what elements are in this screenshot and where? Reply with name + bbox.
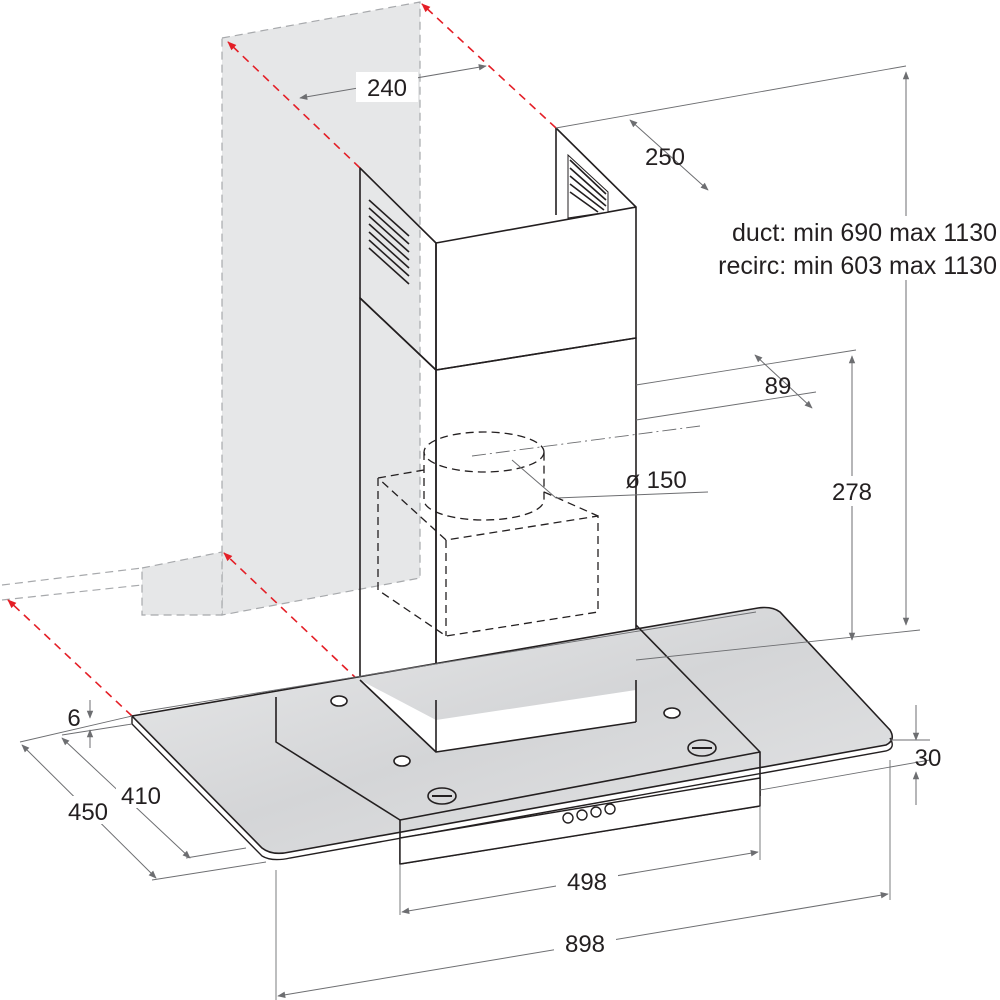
- red-arrow-lower-right: [223, 552, 359, 681]
- glass-highlight: [139, 611, 757, 713]
- label-bg-278: [822, 476, 882, 506]
- dim-label-motor-height: 278: [832, 479, 872, 506]
- height-note-duct: duct: min 690 max 1130: [732, 219, 997, 247]
- ext-line-glass-top: [635, 629, 921, 661]
- dim-label-chimney-offset: 89: [765, 373, 792, 400]
- control-knob-2-icon: [576, 809, 588, 821]
- dim-label-chimney-width: 240: [367, 75, 407, 102]
- leader-duct-diameter: [511, 459, 709, 499]
- label-bg-450: [60, 796, 116, 824]
- upper-chimney: [359, 127, 637, 371]
- ceiling-edge-line: [1, 567, 143, 586]
- ext-line-30: [759, 759, 931, 791]
- dimension-lines: [19, 64, 931, 1000]
- motor-box-top-left: [377, 469, 425, 479]
- light-rear-left: [330, 695, 348, 707]
- dimension-labels: 240 250 duct: min 690 max 1130 recirc: m…: [60, 72, 1000, 958]
- upper-chimney-back-edge: [555, 127, 637, 208]
- dim-label-body-width: 498: [567, 869, 607, 896]
- upper-chimney-front-face: [435, 206, 637, 371]
- label-bg-240: [356, 72, 418, 102]
- red-arrow-upper-left: [227, 41, 361, 169]
- dim-label-canopy-height: 30: [915, 745, 942, 772]
- dim-line-89: [754, 354, 813, 409]
- glass-panel-edge: [131, 716, 893, 861]
- chimney-bottom-mask: [360, 680, 636, 752]
- ext-line-6-b: [61, 723, 133, 736]
- red-arrow-upper-right: [421, 3, 557, 129]
- motor-box-outline: [377, 477, 599, 637]
- glass-canopy: [130, 606, 894, 865]
- rear-vent-panel: [567, 153, 609, 219]
- installation-arrows: [7, 3, 557, 717]
- control-knob-4-icon: [604, 803, 616, 815]
- dim-label-chimney-depth: 250: [645, 144, 685, 171]
- ext-line-89-a: [635, 349, 857, 386]
- control-buttons: [562, 803, 616, 824]
- dim-line-250: [629, 119, 709, 191]
- grease-filter-clip-right: [687, 739, 717, 757]
- wall-outline: [1, 1, 421, 616]
- ceiling-edge-line-2: [1, 584, 143, 601]
- duct-collar-top: [423, 431, 545, 473]
- control-knob-3-icon: [590, 806, 602, 818]
- ext-line-410: [185, 847, 247, 859]
- vent-grille-left: [368, 199, 410, 285]
- light-front-left: [393, 755, 411, 767]
- vent-grille-rear: [569, 159, 607, 213]
- dim-label-depth-outer: 450: [68, 799, 108, 826]
- canopy-body-left: [275, 697, 401, 821]
- dim-label-glass-width: 898: [565, 931, 605, 958]
- duct-collar-body: [423, 452, 545, 521]
- ext-line-6-a: [19, 715, 133, 743]
- dim-label-glass-thickness: 6: [67, 705, 80, 732]
- height-note-recirc: recirc: min 603 max 1130: [718, 252, 997, 280]
- back-wall: [221, 1, 421, 616]
- duct-centerline: [471, 425, 701, 457]
- red-arrow-lower-left: [7, 599, 133, 717]
- label-bg-498: [556, 866, 618, 896]
- dim-label-duct-diameter: ø 150: [625, 467, 686, 494]
- grease-filter-clip-left: [427, 787, 457, 805]
- dim-label-depth-inner: 410: [121, 783, 161, 810]
- canopy-body-right: [635, 624, 761, 753]
- wall-return: [141, 551, 223, 616]
- label-bg-410: [116, 780, 168, 808]
- control-knob-1-icon: [562, 812, 574, 824]
- ext-line-450: [151, 861, 267, 881]
- label-bg-898: [554, 928, 616, 958]
- ext-line-top: [555, 65, 907, 129]
- light-rear-right: [663, 707, 681, 719]
- motor-box-top-right: [543, 491, 599, 517]
- note-bg: [680, 216, 1000, 280]
